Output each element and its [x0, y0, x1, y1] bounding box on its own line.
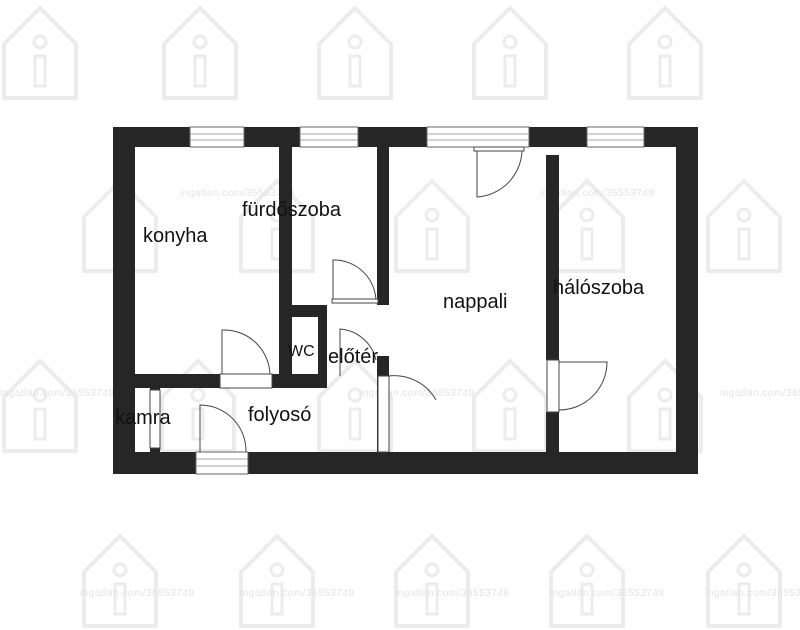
doors: [149, 146, 608, 453]
room-label-folyoso: folyosó: [248, 404, 312, 426]
floor-plan: [113, 126, 698, 475]
outer-wall-bottom: [113, 452, 698, 474]
walls: [113, 127, 698, 474]
window-furdo: [299, 126, 359, 148]
window-nappali: [426, 126, 530, 148]
room-label-eloter: előtér: [328, 346, 379, 368]
window-bottom: [195, 451, 249, 475]
room-label-furdoszoba: fürdőszoba: [242, 199, 341, 221]
door-swing-furdo: [332, 259, 377, 303]
wall-wc-left: [279, 305, 292, 388]
door-swing-wc: [339, 328, 377, 376]
door-swing-nappali: [476, 147, 523, 198]
room-label-nappali: nappali: [443, 291, 508, 313]
door-swing-eloter: [387, 375, 437, 448]
wall-eloter-right: [377, 356, 389, 376]
room-label-haloszoba: hálószoba: [553, 277, 645, 299]
wall-nappali-halo: [546, 155, 559, 360]
window-halo: [586, 126, 645, 148]
wall-konyha-bottom: [113, 374, 221, 388]
windows: [189, 126, 645, 475]
outer-wall-right: [676, 127, 698, 474]
outer-wall-top: [113, 127, 698, 147]
window-konyha: [189, 126, 245, 148]
wall-corridor-top: [272, 374, 327, 388]
door-swing-entry: [199, 404, 247, 453]
room-label-kamra: kamra: [115, 407, 171, 429]
door-swing-konyha: [221, 329, 271, 377]
door-swing-halo: [558, 361, 608, 411]
wall-konyha-furdo: [279, 147, 292, 307]
room-label-wc: WC: [288, 343, 315, 360]
wall-wc-right: [318, 305, 327, 375]
room-label-konyha: konyha: [143, 225, 208, 247]
wall-nappali-halo-lower: [546, 412, 559, 452]
wall-furdo-nappali: [377, 147, 389, 305]
